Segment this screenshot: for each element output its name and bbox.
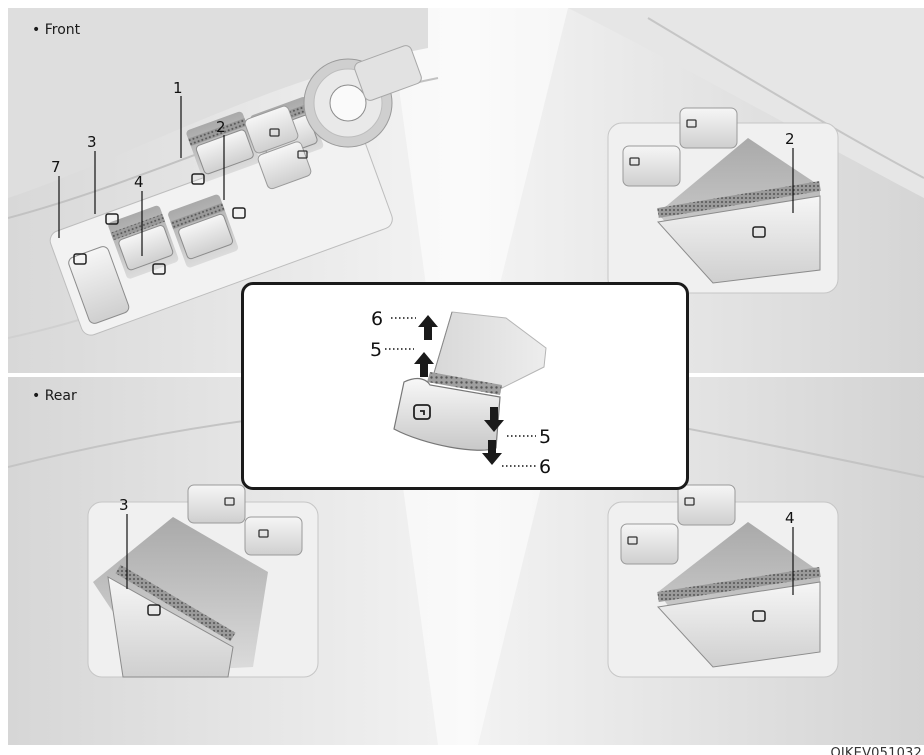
- switch-detail-inset: 6 5 5 6: [241, 282, 689, 490]
- callout-1: 1: [173, 79, 183, 97]
- callout-4-rear: 4: [785, 509, 795, 527]
- arrow-up-icon: [414, 315, 438, 377]
- callout-2-passenger: 2: [785, 130, 795, 148]
- callout-3: 3: [87, 133, 97, 151]
- callout-4: 4: [134, 173, 144, 191]
- callout-2: 2: [216, 118, 226, 136]
- callout-6-down: 6: [539, 456, 551, 478]
- callout-5-down: 5: [539, 426, 551, 448]
- front-label: • Front: [32, 22, 80, 38]
- document-code: OJKEV051032: [830, 746, 922, 755]
- callout-7: 7: [51, 158, 61, 176]
- callout-3-rear: 3: [119, 496, 129, 514]
- callout-6-up: 6: [371, 308, 383, 330]
- rear-label: • Rear: [32, 388, 77, 404]
- callout-5-up: 5: [370, 339, 382, 361]
- switch-detail-illustration: 6 5 5 6: [244, 285, 686, 487]
